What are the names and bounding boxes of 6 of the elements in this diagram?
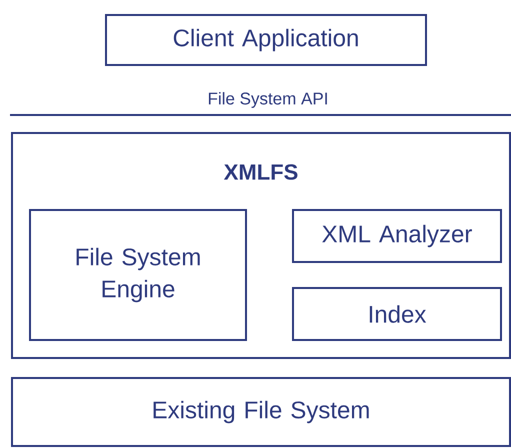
layer-box: Existing File System [11,377,511,447]
component-box: File System Engine [29,209,247,341]
process-box: Client Application [105,14,427,66]
component-box: Index [292,287,502,341]
layer-label: File System API [208,92,327,108]
component-box: XML Analyzer [292,209,502,263]
